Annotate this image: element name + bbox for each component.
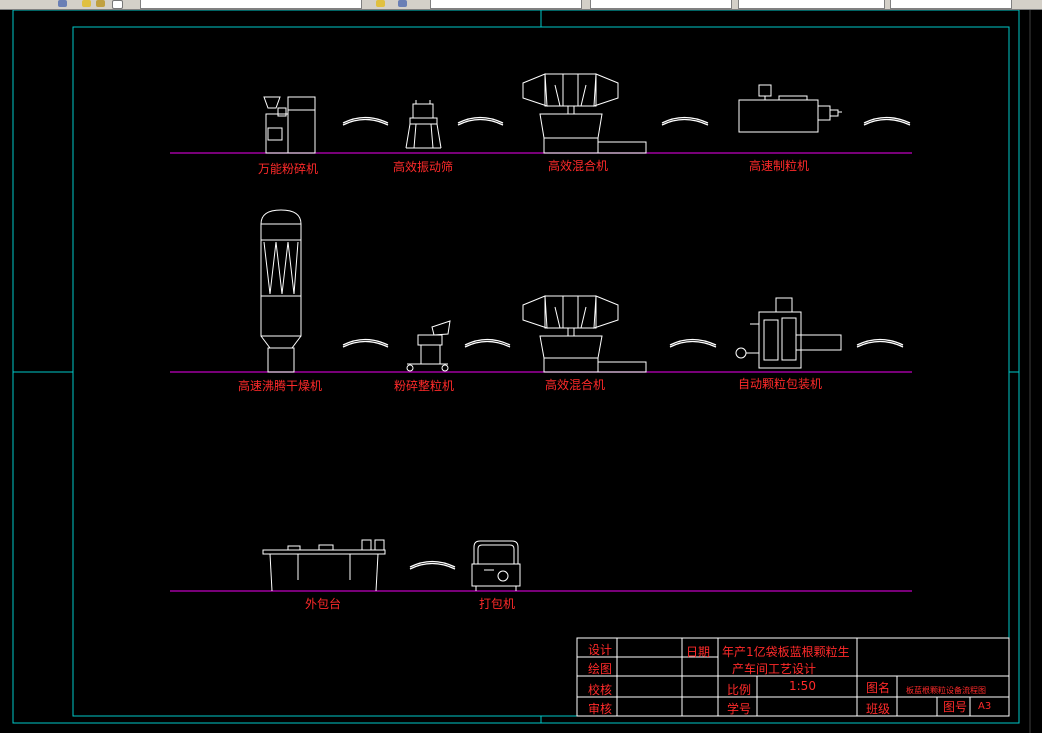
lineweight-dropdown[interactable] [738, 0, 885, 9]
layer-icon[interactable] [58, 0, 67, 7]
auto-granule-packer-drawing [735, 297, 842, 369]
label-vibrating-sieve: 高效振动筛 [393, 160, 454, 174]
tb-scale-value: 1:50 [789, 679, 816, 693]
label-auto-packer: 自动颗粒包装机 [738, 377, 823, 391]
title-block [576, 637, 1010, 717]
flow-arrow [856, 338, 904, 348]
tb-drawing-no-value: A3 [978, 701, 992, 712]
packing-table-drawing [262, 539, 386, 592]
vibrating-sieve-drawing [405, 100, 442, 149]
sun-icon[interactable] [82, 0, 91, 7]
flow-arrow [669, 338, 717, 348]
layer-dropdown[interactable] [140, 0, 362, 9]
flow-arrow [661, 116, 709, 126]
label-high-speed-granulator: 高速制粒机 [749, 159, 810, 173]
tb-date: 日期 [686, 645, 711, 659]
plotstyle-dropdown[interactable] [890, 0, 1012, 9]
strapping-machine-drawing [471, 540, 521, 591]
high-speed-granulator-drawing [738, 84, 842, 133]
linetype-dropdown[interactable] [590, 0, 732, 9]
tb-project-line1: 年产1亿袋板蓝根颗粒生 [722, 645, 850, 659]
layer-previous-icon[interactable] [398, 0, 407, 7]
tb-drawing-name-value: 板蓝根颗粒设备流程图 [906, 686, 986, 695]
viewport-frame [12, 10, 1020, 724]
color-icon[interactable] [112, 0, 123, 9]
fluid-bed-dryer-drawing [260, 209, 302, 373]
cad-toolbar [0, 0, 1042, 10]
label-mixer-1: 高效混合机 [548, 159, 609, 173]
tb-drawing-no-label: 图号 [943, 700, 968, 714]
tb-design: 设计 [588, 643, 613, 657]
high-efficiency-mixer-drawing-1 [522, 73, 647, 154]
lock-icon[interactable] [96, 0, 105, 7]
flow-arrow [342, 338, 389, 348]
flow-arrow [457, 116, 504, 126]
tb-scale-label: 比例 [727, 683, 752, 697]
flow-arrows [342, 116, 911, 570]
tb-student-no: 学号 [727, 702, 752, 716]
tb-drawing-name-label: 图名 [866, 681, 891, 695]
tb-project-line2: 产车间工艺设计 [732, 662, 817, 676]
layer-state-icon[interactable] [376, 0, 385, 7]
label-strapping-machine: 打包机 [479, 597, 516, 611]
universal-crusher-drawing [263, 96, 316, 154]
flow-arrow [464, 338, 511, 348]
color-dropdown[interactable] [430, 0, 582, 9]
label-fluid-bed-dryer: 高速沸腾干燥机 [238, 379, 323, 393]
tb-drawing: 绘图 [588, 662, 613, 676]
tb-class-label: 班级 [866, 702, 891, 716]
label-mixer-2: 高效混合机 [545, 378, 606, 392]
tb-check: 校核 [588, 683, 613, 697]
flow-arrow [863, 116, 911, 126]
crushing-granulator-drawing [406, 320, 451, 372]
high-efficiency-mixer-drawing-2 [522, 295, 647, 373]
drawing-canvas[interactable] [0, 10, 1042, 733]
flow-arrow [409, 560, 456, 570]
label-crushing-granulator: 粉碎整粒机 [394, 379, 455, 393]
label-universal-crusher: 万能粉碎机 [258, 162, 319, 176]
flow-arrow [342, 116, 389, 126]
label-packing-table: 外包台 [305, 597, 342, 611]
tb-review: 审核 [588, 702, 613, 716]
